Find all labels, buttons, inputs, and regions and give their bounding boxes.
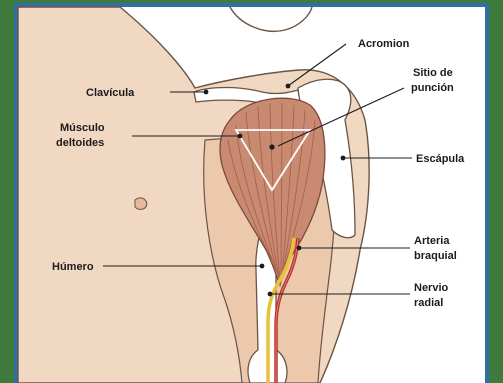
nipple xyxy=(135,198,147,209)
humero-endpoint xyxy=(260,264,265,269)
injection-site-dot xyxy=(269,144,274,149)
musculo-endpoint xyxy=(238,134,243,139)
label-nervio-line1: Nervio xyxy=(414,282,449,294)
arteria-endpoint xyxy=(297,246,302,251)
escapula-endpoint xyxy=(341,156,346,161)
clavicula-endpoint xyxy=(204,90,209,95)
label-humero: Húmero xyxy=(52,261,94,273)
nervio-endpoint xyxy=(268,292,273,297)
label-nervio-line2: radial xyxy=(414,297,443,309)
label-musculo-line2: deltoides xyxy=(56,137,104,149)
acromion-endpoint xyxy=(286,84,291,89)
label-arteria-line2: braquial xyxy=(414,250,457,262)
label-musculo-line1: Músculo xyxy=(60,122,105,134)
label-sitio-line1: Sitio de xyxy=(413,67,453,79)
label-clavicula: Clavícula xyxy=(86,87,135,99)
label-arteria-line1: Arteria xyxy=(414,235,450,247)
label-acromion: Acromion xyxy=(358,38,410,50)
label-sitio-line2: punción xyxy=(411,82,454,94)
label-escapula: Escápula xyxy=(416,153,465,165)
